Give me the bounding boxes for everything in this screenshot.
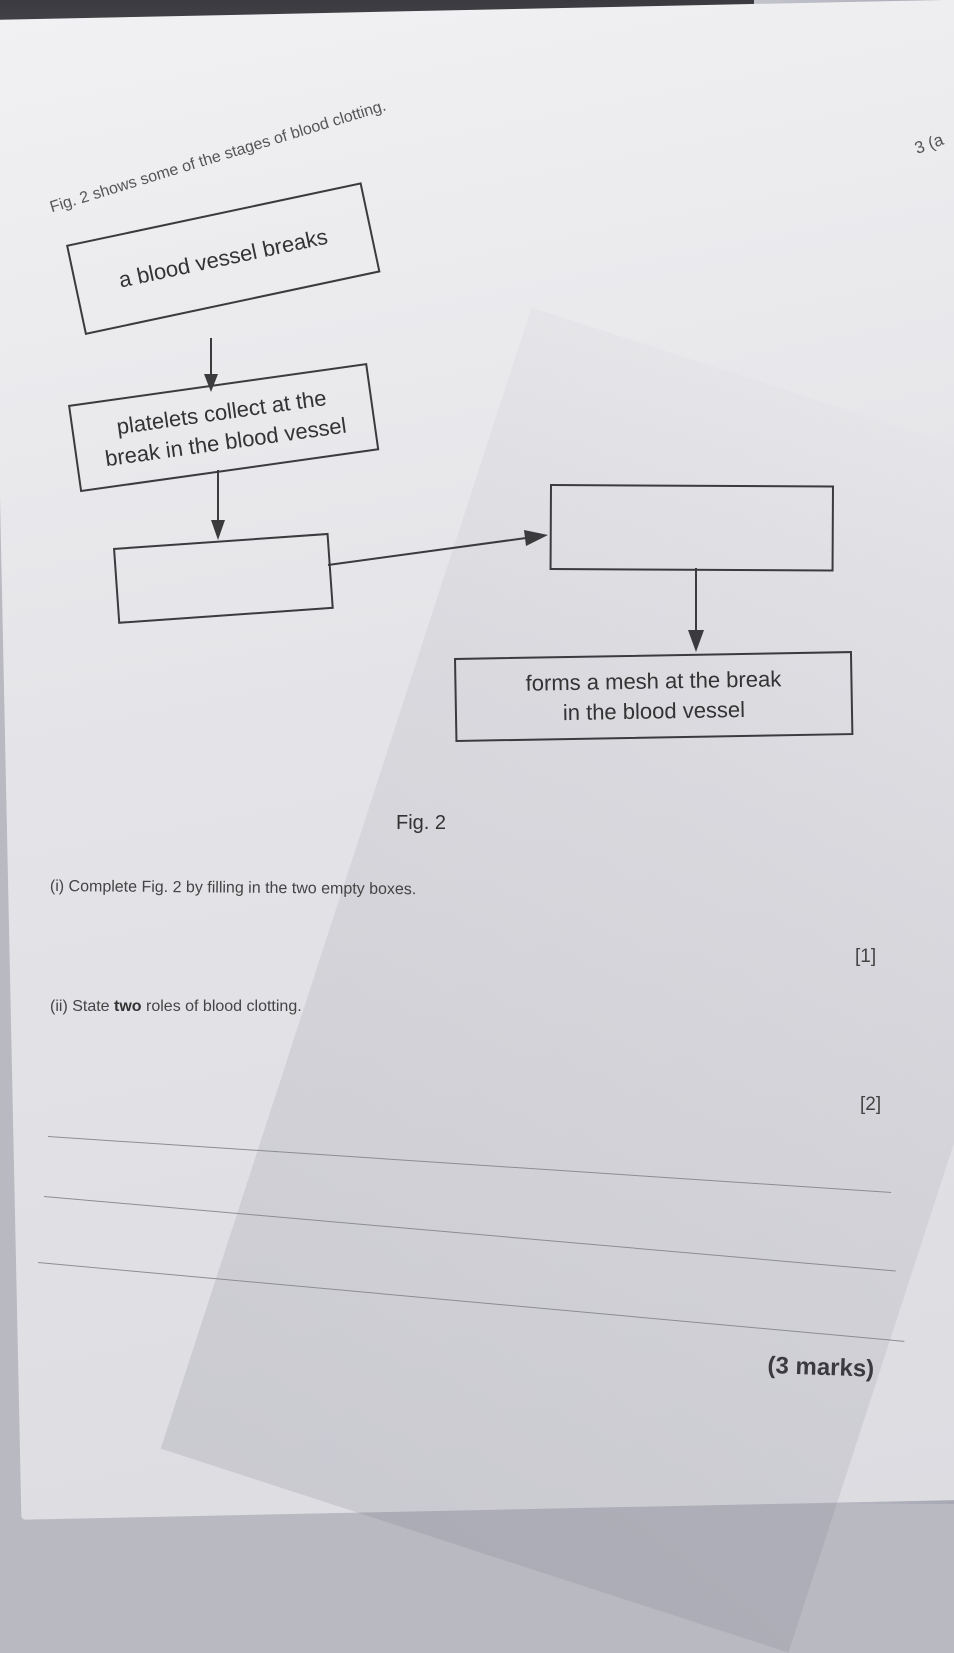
- question-part-i: (i) Complete Fig. 2 by filling in the tw…: [49, 878, 417, 899]
- flow-box-forms-mesh: forms a mesh at the break in the blood v…: [454, 651, 854, 742]
- flow-box-empty-2[interactable]: [549, 484, 834, 572]
- question-part-ii: (ii) State two roles of blood clotting.: [50, 998, 302, 1016]
- flow-box-vessel-breaks-label: a blood vessel breaks: [116, 223, 330, 293]
- part-ii-marks: [2]: [860, 1094, 882, 1115]
- part-ii-prefix: (ii) State: [50, 998, 115, 1015]
- part-i-marks: [1]: [855, 946, 877, 967]
- flow-box-mesh-line1: forms a mesh at the break: [525, 666, 782, 697]
- flow-box-empty-1[interactable]: [113, 532, 334, 624]
- total-marks: (3 marks): [767, 1352, 875, 1383]
- part-ii-bold-word: two: [114, 998, 142, 1015]
- figure-label: Fig. 2: [396, 812, 447, 834]
- flow-box-mesh-line2: in the blood vessel: [562, 696, 746, 726]
- part-ii-suffix: roles of blood clotting.: [141, 998, 302, 1015]
